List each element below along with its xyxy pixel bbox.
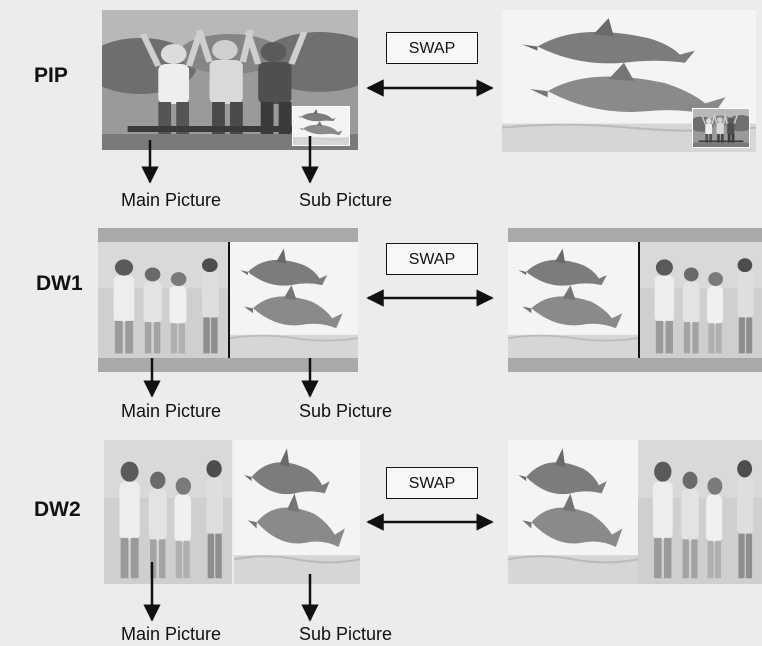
mode-label-pip: PIP [34, 64, 68, 87]
dw1-swapped-frame [508, 228, 762, 372]
dw1-main-picture [98, 242, 228, 358]
main-picture-caption: Main Picture [121, 624, 222, 644]
swap-button-dw2[interactable]: SWAP [386, 467, 478, 499]
dw2-sub-picture [234, 440, 360, 584]
pip-swapped-inset [692, 108, 750, 148]
sub-picture-caption: Sub Picture [299, 190, 393, 210]
main-picture-caption: Main Picture [121, 401, 222, 421]
pip-sub-inset [292, 106, 350, 146]
dw1-swapped-right [640, 242, 762, 358]
down-arrow-icon [301, 574, 319, 622]
double-headed-arrow-icon [366, 79, 494, 97]
swap-button-pip[interactable]: SWAP [386, 32, 478, 64]
mode-label-dw1: DW1 [36, 272, 83, 295]
down-arrow-icon [141, 140, 159, 184]
down-arrow-icon [143, 562, 161, 622]
main-picture-caption: Main Picture [121, 190, 222, 210]
dw2-main-picture [104, 440, 232, 584]
down-arrow-icon [301, 136, 319, 184]
pip-swapped-picture [502, 10, 756, 152]
double-headed-arrow-icon [366, 289, 494, 307]
double-headed-arrow-icon [366, 513, 494, 531]
dw1-swapped-left [508, 242, 638, 358]
dw2-swapped-right [638, 440, 762, 584]
swap-button-dw1[interactable]: SWAP [386, 243, 478, 275]
down-arrow-icon [143, 358, 161, 398]
dw1-frame [98, 228, 358, 372]
mode-label-dw2: DW2 [34, 498, 81, 521]
down-arrow-icon [301, 358, 319, 398]
sub-picture-caption: Sub Picture [299, 401, 393, 421]
dw2-swapped-left [508, 440, 638, 584]
pip-main-picture [102, 10, 358, 150]
dw1-sub-picture [230, 242, 358, 358]
sub-picture-caption: Sub Picture [299, 624, 393, 644]
